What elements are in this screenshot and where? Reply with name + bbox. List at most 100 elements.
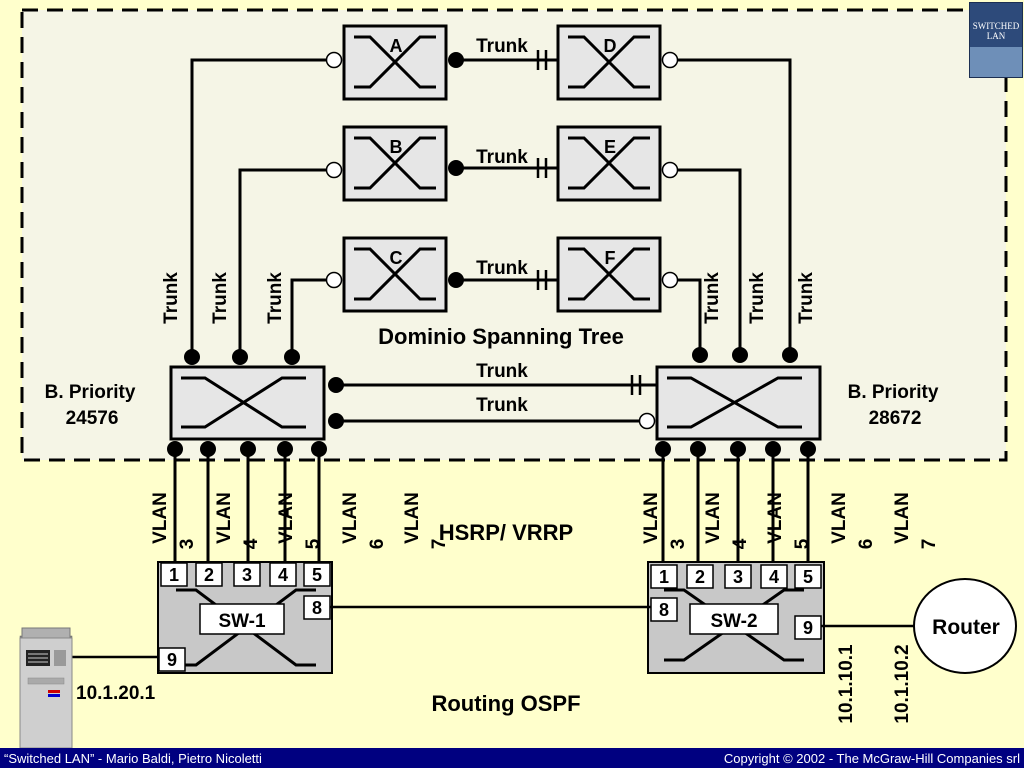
- trunk-right-to-f: [661, 271, 708, 363]
- switch-b-label: B: [390, 137, 403, 157]
- switch-a-label: A: [390, 36, 403, 56]
- left-vlan-links: [173, 449, 321, 562]
- trunk-label-left-2: Trunk: [210, 272, 231, 324]
- spanning-tree-domain-label: Dominio Spanning Tree: [378, 324, 624, 349]
- switch-B: B: [342, 125, 448, 202]
- sw1-port-2: 2: [204, 565, 214, 585]
- book-cover-stripe: [970, 47, 1022, 77]
- sw2-port-3: 3: [733, 567, 743, 587]
- redundancy-label: HSRP/ VRRP: [439, 520, 573, 545]
- switch-E: E: [556, 125, 662, 202]
- trunk-distribution-2: Trunk: [328, 395, 656, 430]
- vlan-number-right-6: 6: [856, 539, 877, 550]
- vlan-label-left-3: VLAN: [150, 492, 171, 544]
- trunk-left-to-b: [232, 161, 343, 365]
- footer-authors: “Switched LAN” - Mario Baldi, Pietro Nic…: [4, 751, 262, 766]
- vlan-number-left-3: 3: [177, 539, 198, 550]
- vlan-number-left-4: 4: [241, 538, 262, 549]
- vlan-label-left-7: VLAN: [402, 492, 423, 544]
- right-distribution-switch: [655, 365, 822, 441]
- trunk-b-e: Trunk: [448, 147, 558, 178]
- right-bridge-priority-label: B. Priority: [848, 382, 939, 403]
- trunk-label-left-1: Trunk: [161, 272, 182, 324]
- host-computer-icon: [19, 627, 73, 748]
- trunk-right-to-e: [661, 161, 748, 363]
- footer-bar: “Switched LAN” - Mario Baldi, Pietro Nic…: [0, 748, 1024, 768]
- switch-d-label: D: [604, 36, 617, 56]
- sw2-label: SW-2: [710, 611, 757, 632]
- left-vlan-ports: [167, 441, 327, 457]
- vlan-label-left-4: VLAN: [214, 492, 235, 544]
- trunk-c-f: Trunk: [448, 258, 558, 290]
- footer-copyright: Copyright © 2002 - The McGraw-Hill Compa…: [723, 751, 1020, 766]
- trunk-distribution-1: Trunk: [328, 361, 657, 395]
- right-vlan-ports: [655, 441, 816, 457]
- host-ip-label: 10.1.20.1: [76, 683, 156, 704]
- vlan-number-left-6: 6: [367, 539, 388, 550]
- router-label: Router: [932, 616, 1000, 639]
- network-diagram: A D B E C F Trunk: [19, 8, 1017, 748]
- routing-protocol-label: Routing OSPF: [431, 691, 580, 716]
- sw2-port-5: 5: [803, 567, 813, 587]
- vlan-number-right-7: 7: [919, 539, 940, 550]
- sw1-ports: 1 2 3 4 5 8 9: [158, 562, 331, 672]
- trunk-a-d: Trunk: [448, 36, 558, 70]
- sw1-port-4: 4: [278, 565, 288, 585]
- switch-C: C: [342, 236, 448, 313]
- trunk-label-right-2: Trunk: [747, 272, 768, 324]
- sw2-link-ip-label: 10.1.10.1: [836, 644, 857, 724]
- vlan-label-left-5: VLAN: [276, 492, 297, 544]
- right-bridge-priority-value: 28672: [869, 408, 922, 429]
- sw2-port-1: 1: [659, 567, 669, 587]
- sw1-label: SW-1: [218, 611, 266, 632]
- left-vlan-labels: VLAN 3 VLAN 4 VLAN 5 VLAN 6 VLAN 7: [150, 492, 450, 549]
- router: Router: [913, 578, 1017, 674]
- left-bridge-priority-value: 24576: [66, 408, 119, 429]
- switch-A: A: [342, 24, 448, 101]
- trunk-a-d-label: Trunk: [476, 36, 528, 57]
- vlan-number-left-5: 5: [303, 538, 324, 549]
- trunk-distribution-1-label: Trunk: [476, 361, 528, 382]
- trunk-label-right-3: Trunk: [796, 272, 817, 324]
- sw2-port-4: 4: [769, 567, 779, 587]
- sw2-port-8: 8: [659, 600, 669, 620]
- vlan-label-right-4: VLAN: [703, 492, 724, 544]
- trunk-label-left-3: Trunk: [265, 272, 286, 324]
- switch-e-label: E: [604, 137, 616, 157]
- right-vlan-labels: VLAN 3 VLAN 4 VLAN 5 VLAN 6 VLAN 7: [641, 492, 940, 549]
- switch-c-label: C: [390, 248, 403, 268]
- sw2-ports: 1 2 3 4 5 8 9: [650, 564, 822, 640]
- sw1-port-1: 1: [169, 565, 179, 585]
- switch-D: D: [556, 24, 662, 101]
- trunk-left-to-c: [284, 271, 343, 365]
- vlan-label-right-3: VLAN: [641, 492, 662, 544]
- right-vlan-links: [661, 449, 810, 562]
- book-cover-image: SWITCHED LAN: [969, 2, 1023, 78]
- left-distribution-switch: [169, 365, 326, 441]
- router-link-ip-label: 10.1.10.2: [892, 644, 913, 723]
- trunk-label-right-1: Trunk: [702, 272, 723, 324]
- vlan-label-left-6: VLAN: [340, 492, 361, 544]
- vlan-label-right-6: VLAN: [829, 492, 850, 544]
- switch-F: F: [556, 236, 662, 313]
- sw1-port-8: 8: [312, 598, 322, 618]
- vlan-label-right-5: VLAN: [765, 492, 786, 544]
- sw2-port-9: 9: [803, 618, 813, 638]
- book-cover-title: SWITCHED LAN: [972, 21, 1020, 41]
- trunk-b-e-label: Trunk: [476, 147, 528, 168]
- access-switch-sw1: SW-1: [157, 561, 333, 674]
- sw1-port-5: 5: [312, 565, 322, 585]
- sw2-port-2: 2: [695, 567, 705, 587]
- left-bridge-priority-label: B. Priority: [45, 382, 136, 403]
- trunk-right-to-d: [661, 51, 798, 363]
- trunk-left-to-a: [184, 51, 343, 365]
- trunk-c-f-label: Trunk: [476, 258, 528, 279]
- vlan-number-right-3: 3: [668, 539, 689, 550]
- vlan-label-right-7: VLAN: [892, 492, 913, 544]
- vlan-number-left-7: 7: [429, 539, 450, 550]
- sw1-port-9: 9: [167, 650, 177, 670]
- sw1-port-3: 3: [242, 565, 252, 585]
- switch-f-label: F: [605, 248, 616, 268]
- trunk-distribution-2-label: Trunk: [476, 395, 528, 416]
- vlan-number-right-5: 5: [792, 538, 813, 549]
